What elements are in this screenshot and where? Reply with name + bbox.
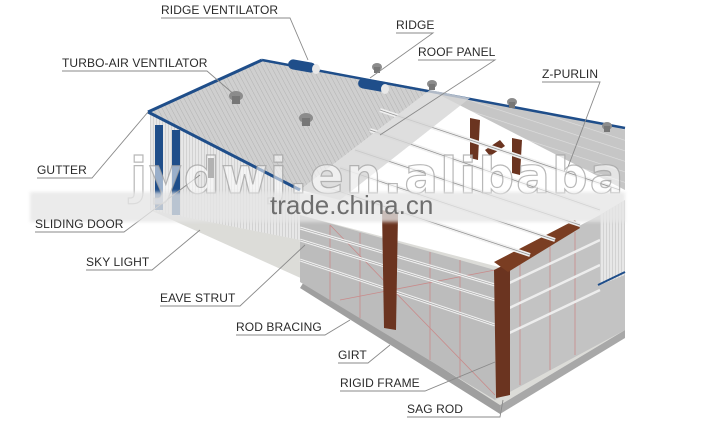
side-wall	[299, 215, 496, 400]
leader-girt	[338, 344, 391, 364]
watermark-secondary: trade.china.cn	[270, 190, 434, 220]
label-gutter: GUTTER	[37, 163, 87, 177]
rigid-frame-members	[382, 118, 580, 398]
label-z-purlin: Z-PURLIN	[542, 67, 599, 81]
leader-ridge-ventilator	[161, 17, 309, 61]
label-roof-panel: ROOF PANEL	[418, 45, 496, 59]
leader-sky-light	[86, 229, 201, 271]
label-sliding-door: SLIDING DOOR	[35, 217, 124, 231]
roof-left	[147, 58, 430, 192]
leader-sag-rod	[407, 399, 504, 418]
label-ridge: RIDGE	[396, 18, 435, 32]
label-eave-strut: EAVE STRUT	[160, 291, 236, 305]
watermark-band	[30, 192, 625, 222]
leader-ridge	[369, 32, 435, 79]
leader-turbo-air-ventilator	[62, 70, 237, 97]
leader-z-purlin	[542, 81, 601, 176]
leader-rigid-frame	[340, 361, 496, 392]
label-sky-light: SKY LIGHT	[86, 255, 150, 269]
label-ridge-ventilator: RIDGE VENTILATOR	[161, 3, 279, 17]
label-turbo-air-ventilator: TURBO-AIR VENTILATOR	[62, 56, 208, 70]
leader-eave-strut	[160, 244, 306, 307]
leader-gutter	[37, 111, 149, 179]
label-sag-rod: SAG ROD	[407, 402, 464, 416]
label-rigid-frame: RIGID FRAME	[340, 376, 420, 390]
leader-rod-bracing	[236, 319, 351, 336]
label-girt: GIRT	[338, 348, 367, 362]
ridge-ventilators	[288, 59, 389, 94]
label-rod-bracing: ROD BRACING	[236, 320, 322, 334]
leader-roof-panel	[379, 59, 497, 136]
